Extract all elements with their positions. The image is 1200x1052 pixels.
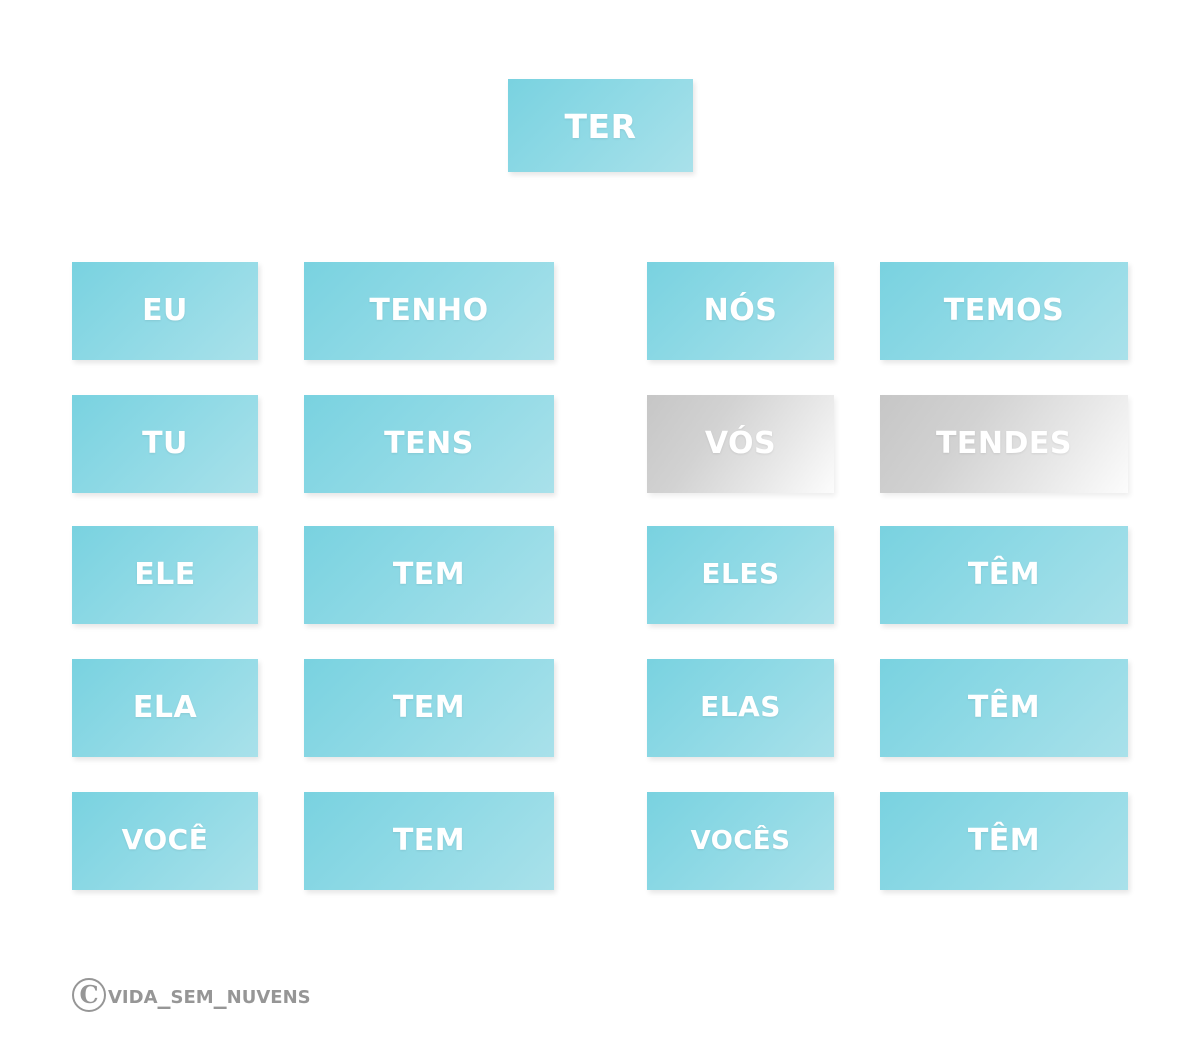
- pronoun-label-voces: vocês: [690, 814, 791, 858]
- verb-card-tens: tens: [304, 395, 554, 493]
- pronoun-card-voce: você: [72, 792, 258, 890]
- verb-card-tendes: tendes: [880, 395, 1128, 493]
- verb-label-tem-ela: tem: [392, 677, 466, 728]
- verb-label-tenho: tenho: [369, 280, 489, 331]
- pronoun-card-ela: ela: [72, 659, 258, 757]
- pronoun-label-vos: vós: [704, 413, 777, 464]
- verb-title-card: ter: [508, 79, 693, 172]
- verb-card-tenho: tenho: [304, 262, 554, 360]
- pronoun-label-ele: ele: [134, 544, 196, 595]
- pronoun-card-eu: eu: [72, 262, 258, 360]
- watermark: C vida_sem_nuvens: [72, 978, 311, 1012]
- verb-card-tem-voces: têm: [880, 792, 1128, 890]
- pronoun-card-vos: vós: [647, 395, 834, 493]
- pronoun-card-tu: tu: [72, 395, 258, 493]
- pronoun-card-ele: ele: [72, 526, 258, 624]
- verb-card-tem-ela: tem: [304, 659, 554, 757]
- pronoun-card-voces: vocês: [647, 792, 834, 890]
- watermark-handle: vida_sem_nuvens: [108, 980, 311, 1010]
- verb-label-tendes: tendes: [935, 413, 1073, 464]
- pronoun-label-tu: tu: [142, 413, 188, 464]
- pronoun-label-eu: eu: [142, 280, 188, 331]
- verb-label-tem-voce: tem: [392, 810, 466, 861]
- verb-card-tem-voce: tem: [304, 792, 554, 890]
- pronoun-label-elas: elas: [700, 680, 781, 726]
- pronoun-label-ela: ela: [132, 677, 198, 728]
- verb-label-tem-eles: têm: [967, 544, 1041, 595]
- verb-label-tem-ele: tem: [392, 544, 466, 595]
- pronoun-label-voce: você: [121, 813, 209, 859]
- verb-label-temos: temos: [943, 280, 1065, 331]
- verb-label-tens: tens: [384, 413, 474, 464]
- pronoun-card-elas: elas: [647, 659, 834, 757]
- pronoun-card-eles: eles: [647, 526, 834, 624]
- pronoun-label-eles: eles: [701, 547, 780, 593]
- verb-card-temos: temos: [880, 262, 1128, 360]
- verb-card-tem-eles: têm: [880, 526, 1128, 624]
- pronoun-card-nos: nós: [647, 262, 834, 360]
- verb-label-tem-voces: têm: [967, 810, 1041, 861]
- verb-card-tem-ele: tem: [304, 526, 554, 624]
- verb-label-tem-elas: têm: [967, 677, 1041, 728]
- pronoun-label-nos: nós: [703, 280, 778, 331]
- copyright-icon: C: [72, 978, 106, 1012]
- verb-card-tem-elas: têm: [880, 659, 1128, 757]
- verb-title-label: ter: [564, 95, 637, 150]
